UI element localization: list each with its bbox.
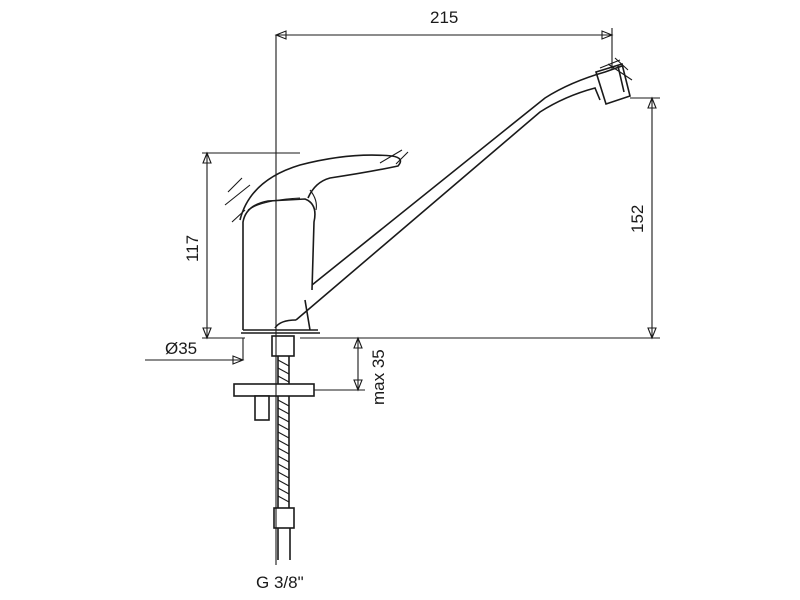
width-dimension-label: 215 (430, 8, 458, 27)
thread-label: G 3/8" (256, 573, 304, 592)
faucet-outline (224, 57, 633, 334)
max-thickness-label: max 35 (369, 349, 388, 405)
spout-height-label: 152 (628, 205, 647, 233)
base-diameter-label: Ø35 (165, 339, 197, 358)
dimension-lines (145, 28, 660, 565)
mounting-assembly (233, 335, 315, 560)
body-height-label: 117 (183, 235, 202, 262)
